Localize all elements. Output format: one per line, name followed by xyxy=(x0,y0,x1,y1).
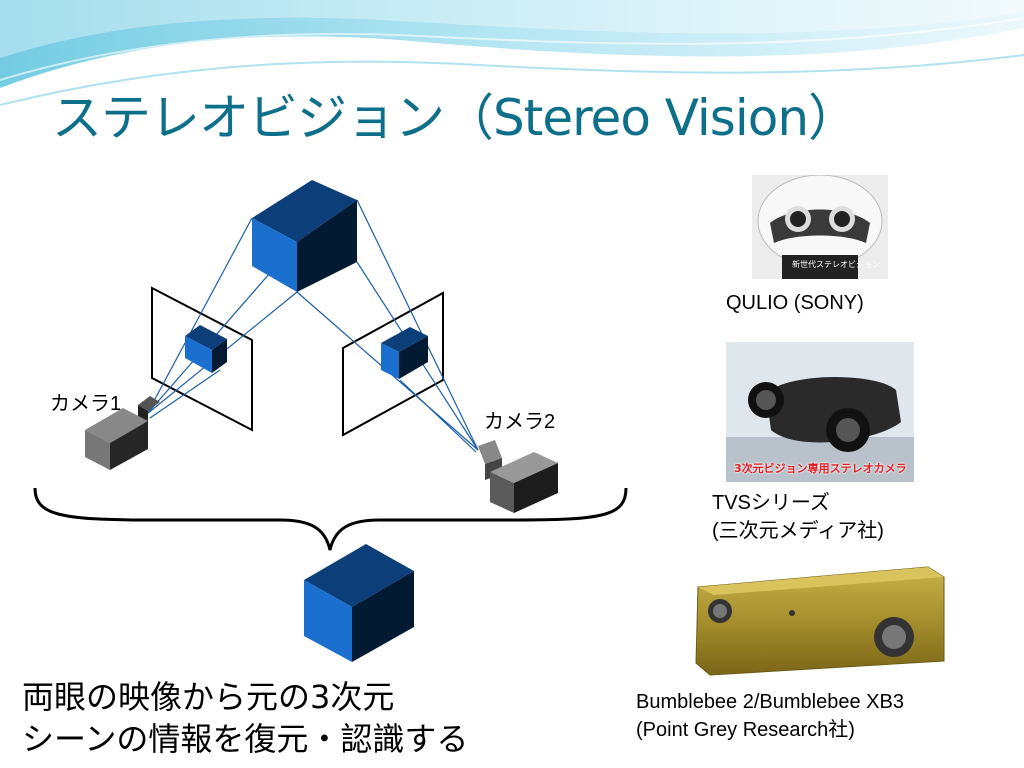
caption-line-2: シーンの情報を復元・認識する xyxy=(22,720,469,758)
bumblebee-caption-line-2: (Point Grey Research社) xyxy=(636,719,855,741)
projected-cube-right xyxy=(381,327,428,379)
bumblebee-caption-line-1: Bumblebee 2/Bumblebee XB3 xyxy=(636,691,904,713)
tvs-photo-text: 3次元ビジョン専用ステレオカメラ xyxy=(734,462,907,475)
projected-cube-left xyxy=(185,325,227,373)
tvs-camera-photo: 3次元ビジョン専用ステレオカメラ xyxy=(726,342,914,482)
slide-title: ステレオビジョン（Stereo Vision） xyxy=(52,89,858,147)
tvs-caption-line-2: (三次元メディア社) xyxy=(712,520,884,542)
slide-caption: 両眼の映像から元の3次元 シーンの情報を復元・認識する xyxy=(22,676,468,760)
camera-2 xyxy=(478,440,558,513)
curly-brace xyxy=(33,487,628,551)
qulio-caption: QULIO (SONY) xyxy=(726,289,864,317)
bumblebee-camera-icon xyxy=(695,566,945,676)
bumblebee-caption: Bumblebee 2/Bumblebee XB3 (Point Grey Re… xyxy=(636,688,904,744)
camera-1-label: カメラ1 xyxy=(50,393,122,415)
stereo-camera-icon xyxy=(726,342,914,482)
robot-head-icon xyxy=(752,175,888,279)
camera-1 xyxy=(85,396,160,470)
object-cube xyxy=(252,180,357,292)
qulio-photo-text: 新世代ステレオビジョン xyxy=(792,260,880,269)
tvs-caption: TVSシリーズ (三次元メディア社) xyxy=(712,489,884,545)
bumblebee-camera-photo xyxy=(694,563,946,679)
stereo-vision-diagram xyxy=(33,180,628,662)
caption-line-1: 両眼の映像から元の3次元 xyxy=(22,678,395,716)
reconstructed-cube xyxy=(304,544,414,662)
qulio-caption-line-1: QULIO (SONY) xyxy=(726,292,864,314)
header-wave-background xyxy=(0,0,1024,106)
qulio-robot-photo: 新世代ステレオビジョン xyxy=(752,175,888,279)
tvs-caption-line-1: TVSシリーズ xyxy=(712,492,830,514)
camera-2-label: カメラ2 xyxy=(484,411,556,433)
